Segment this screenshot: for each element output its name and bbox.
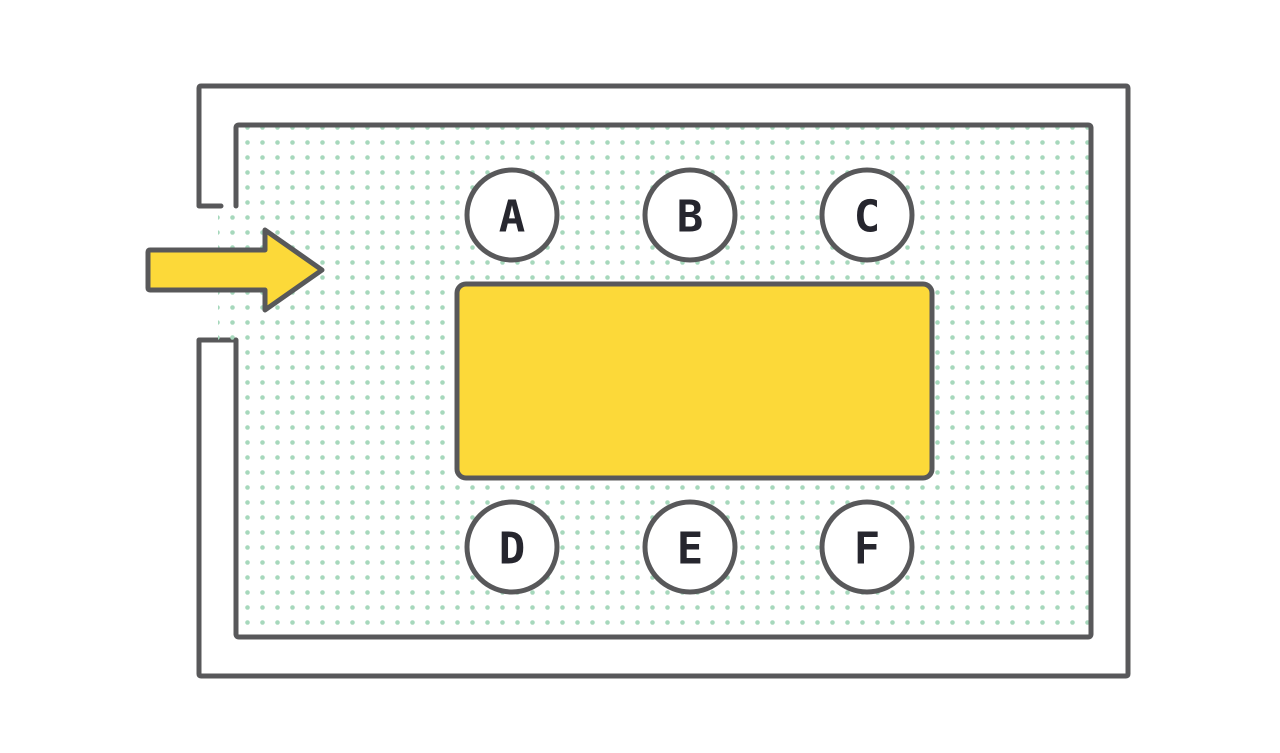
seat-f: F [819, 499, 915, 595]
table [454, 281, 935, 481]
outer-wall [196, 83, 1131, 679]
seat-a: A [464, 167, 560, 263]
seat-c: C [819, 167, 915, 263]
seat-a-label: A [499, 192, 526, 243]
seat-c-label: C [854, 192, 881, 243]
inner-wall [233, 122, 1094, 640]
seat-e-label: E [677, 524, 704, 575]
seat-b-label: B [677, 192, 704, 243]
seat-d-label: D [499, 524, 526, 575]
entrance-arrow [145, 227, 325, 313]
right-arrow-icon [145, 227, 325, 313]
seat-b: B [642, 167, 738, 263]
seat-e: E [642, 499, 738, 595]
seat-d: D [464, 499, 560, 595]
seat-f-label: F [854, 524, 881, 575]
